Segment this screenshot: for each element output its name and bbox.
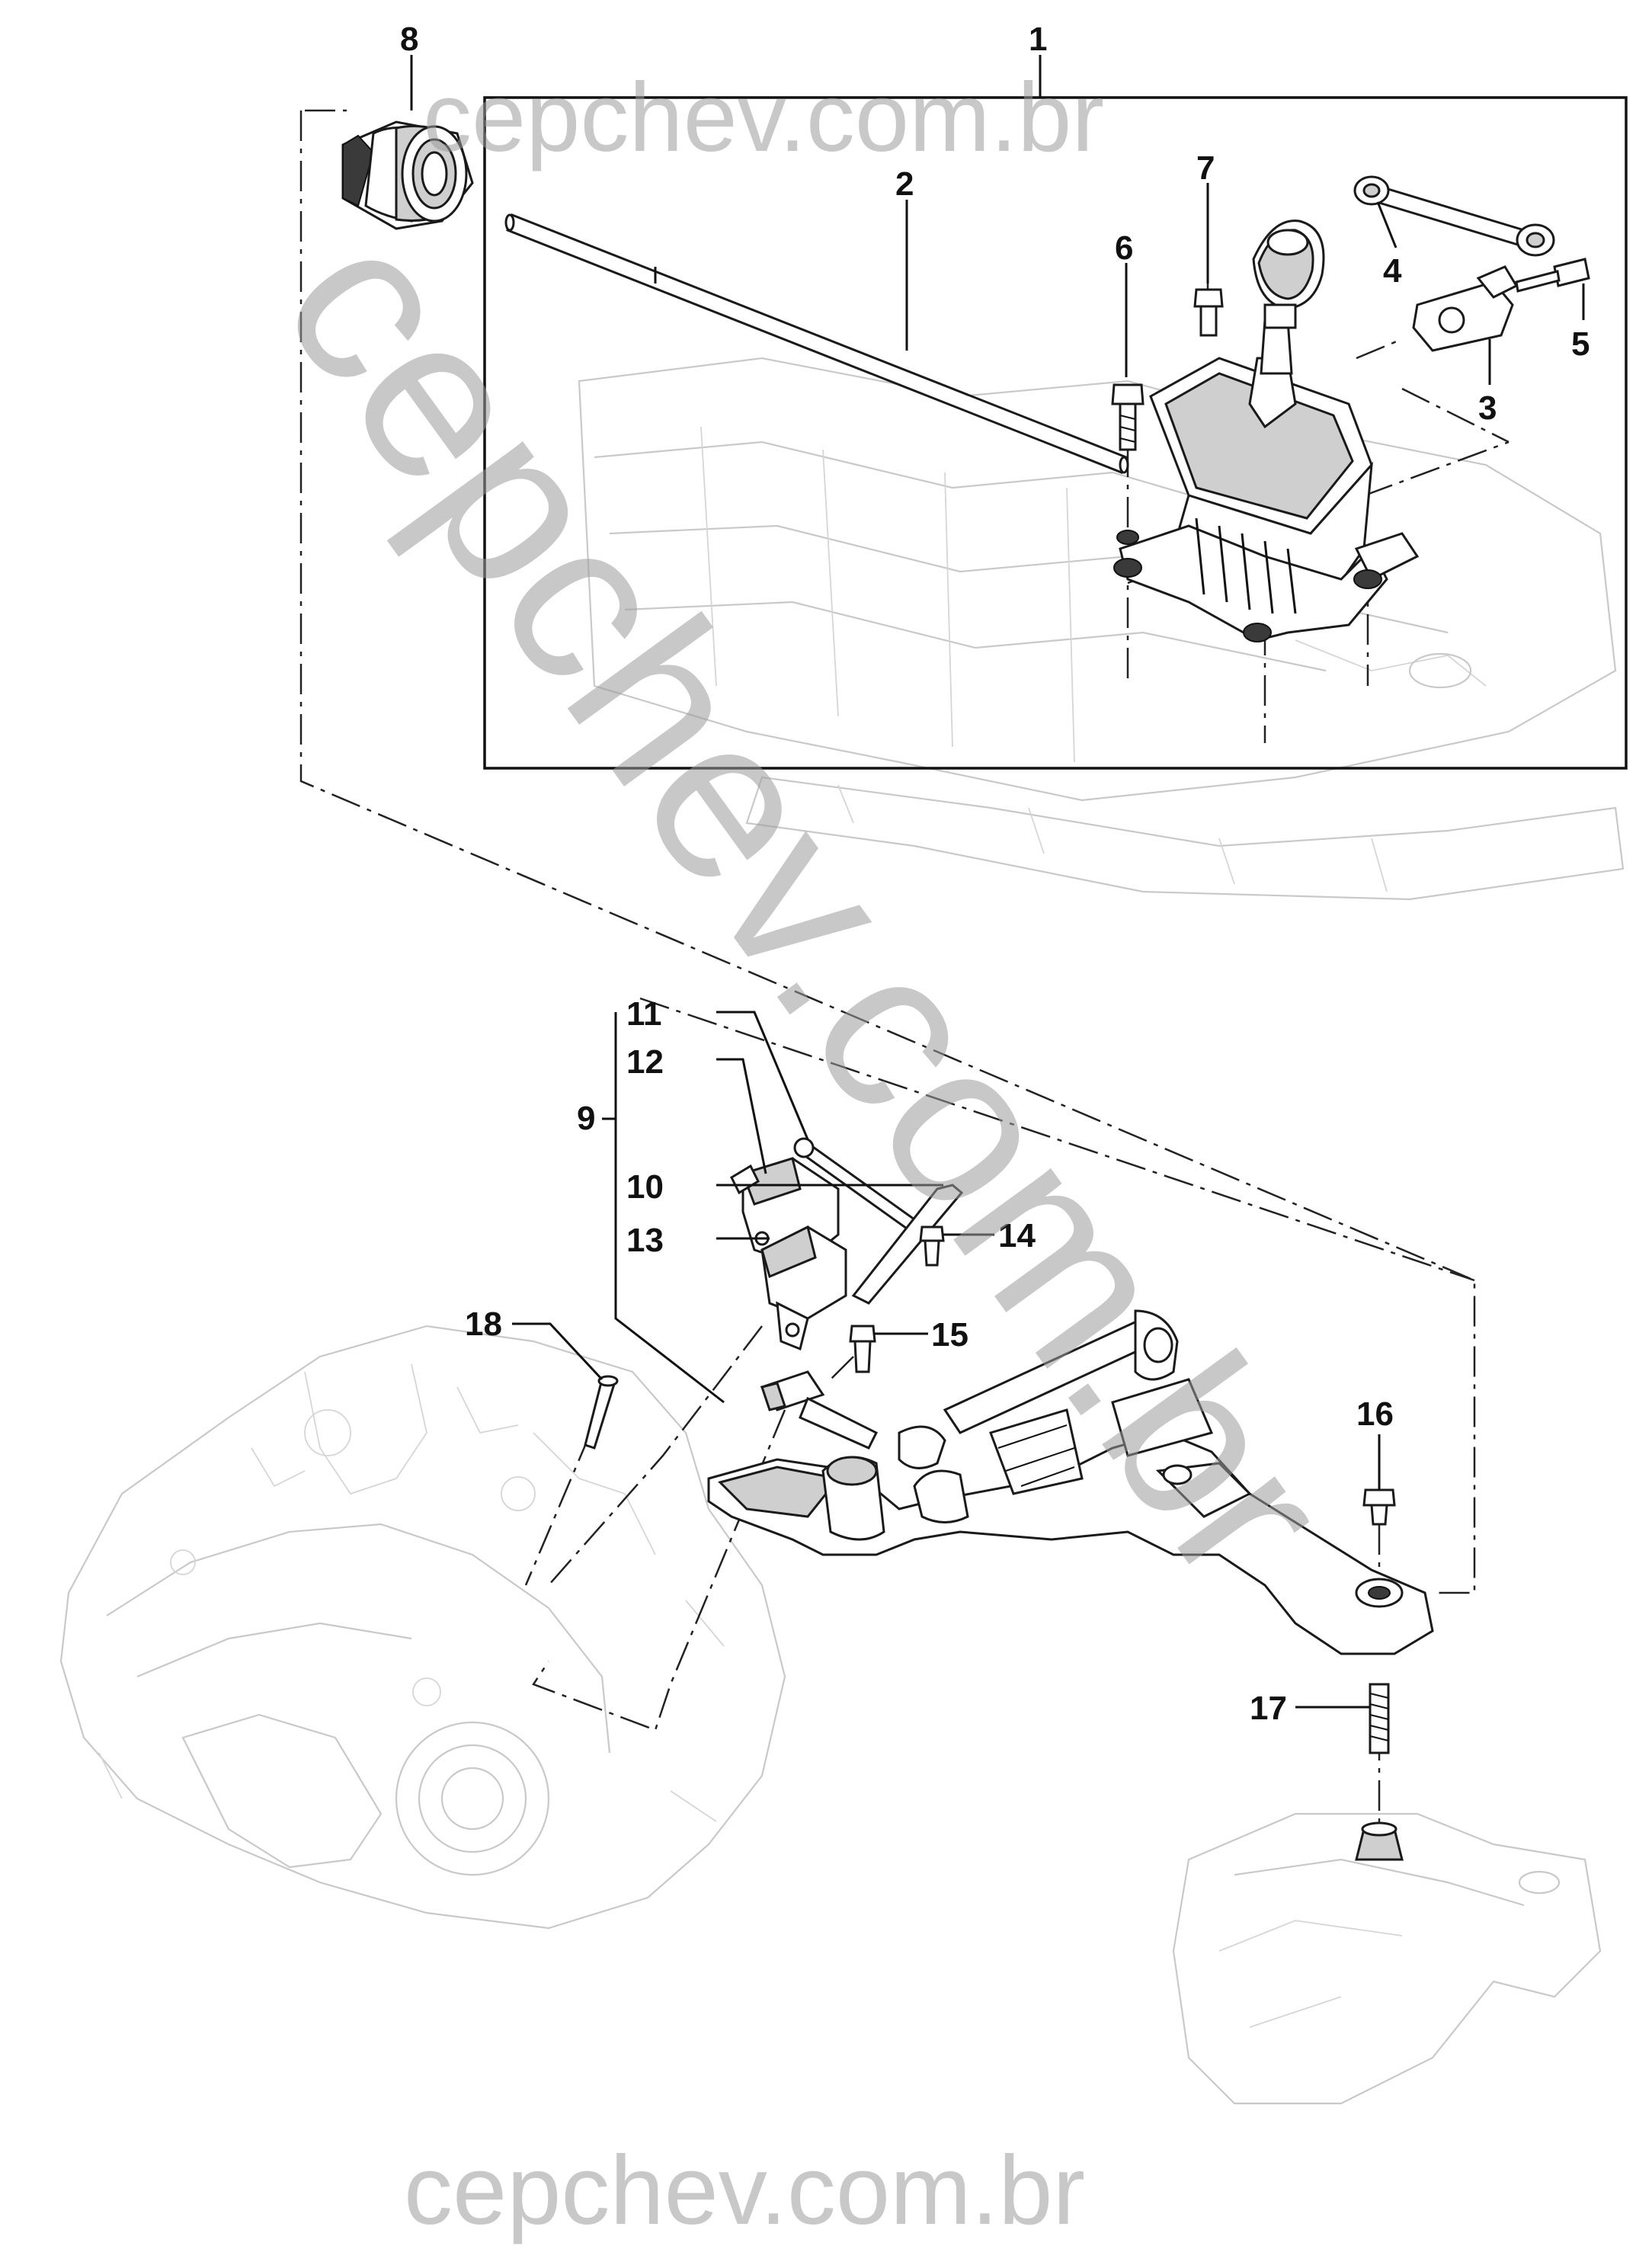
part-3-bracket bbox=[1412, 265, 1519, 352]
part-7-bolt bbox=[1193, 288, 1224, 337]
part-10-bent-rod bbox=[851, 1184, 964, 1305]
part-13-cable-end bbox=[760, 1225, 847, 1351]
callout-12: 12 bbox=[626, 1043, 664, 1081]
part-5-bolt bbox=[1515, 258, 1590, 293]
background-transmission bbox=[59, 1325, 786, 1930]
background-floor-panel-top bbox=[578, 357, 1625, 901]
part-2-shift-rod bbox=[504, 213, 1129, 474]
callout-11: 11 bbox=[626, 995, 662, 1033]
callout-9: 9 bbox=[577, 1100, 595, 1137]
callout-14: 14 bbox=[998, 1217, 1036, 1254]
part-9-linkage-assembly bbox=[707, 1309, 1434, 1655]
assembly-group-box bbox=[483, 96, 1628, 770]
callout-8: 8 bbox=[400, 21, 418, 58]
part-14-bolt bbox=[919, 1225, 945, 1267]
part-15-bolt bbox=[849, 1325, 876, 1373]
callout-5: 5 bbox=[1571, 325, 1590, 363]
callout-16: 16 bbox=[1356, 1395, 1394, 1433]
callout-15: 15 bbox=[931, 1316, 968, 1354]
part-1-shifter-housing bbox=[1113, 219, 1420, 642]
callout-18: 18 bbox=[465, 1305, 502, 1343]
callout-6: 6 bbox=[1115, 229, 1133, 267]
watermark-bottom: cepchev.com.br bbox=[404, 2136, 1085, 2245]
callout-labels: 1 2 3 4 5 6 7 8 9 10 11 12 13 14 15 16 1… bbox=[400, 21, 1590, 1727]
callout-7: 7 bbox=[1196, 149, 1215, 187]
callout-3: 3 bbox=[1478, 389, 1497, 427]
part-8-gaiter-boot bbox=[341, 120, 474, 230]
callout-10: 10 bbox=[626, 1168, 664, 1206]
part-17-stud bbox=[1355, 1683, 1404, 1861]
callout-13: 13 bbox=[626, 1222, 664, 1259]
callout-4: 4 bbox=[1383, 252, 1402, 290]
callout-17: 17 bbox=[1250, 1690, 1287, 1727]
callout-1: 1 bbox=[1029, 21, 1047, 58]
callout-2: 2 bbox=[895, 165, 914, 203]
part-4-link-rod bbox=[1353, 175, 1555, 257]
background-crossmember bbox=[1172, 1812, 1602, 2105]
part-18-pin bbox=[584, 1375, 619, 1450]
part-16-bolt bbox=[1362, 1488, 1396, 1526]
part-6-bolt bbox=[1111, 383, 1145, 451]
leader-lines bbox=[410, 55, 1585, 1709]
watermark-top: cepchev.com.br bbox=[423, 63, 1104, 172]
